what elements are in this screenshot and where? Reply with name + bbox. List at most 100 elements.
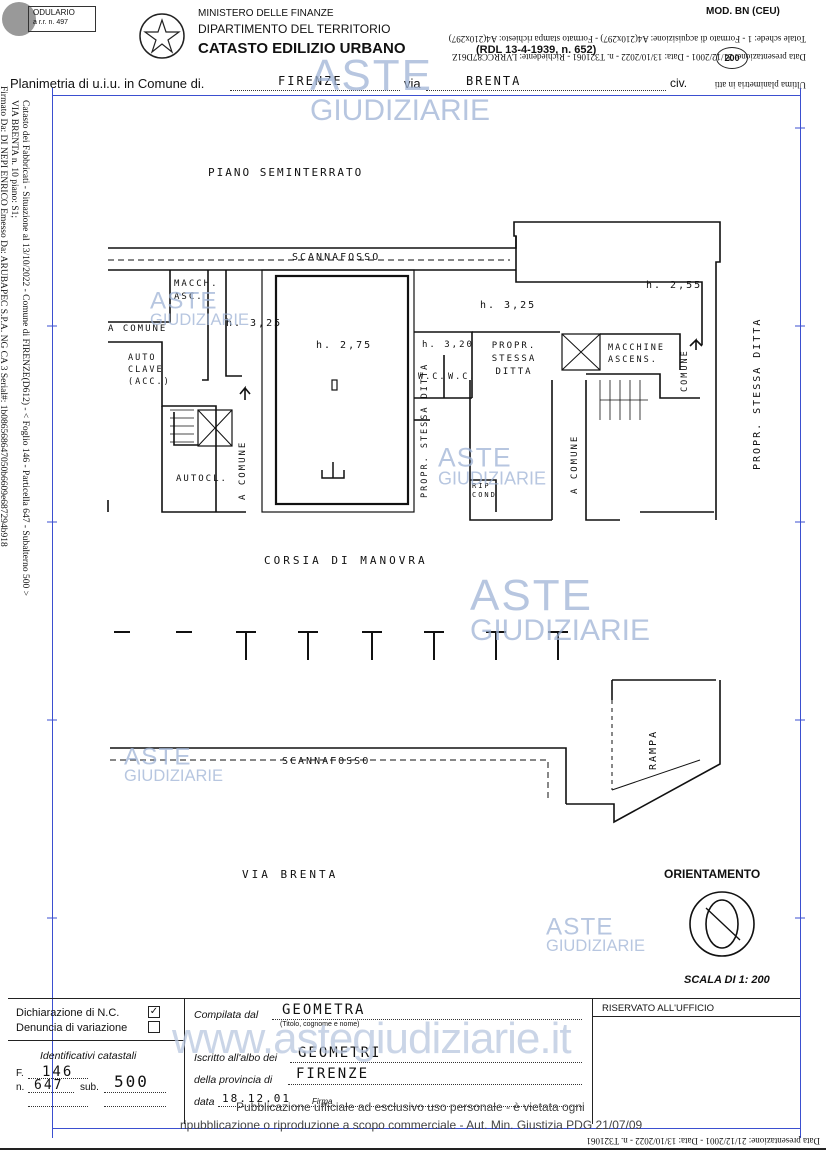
planimetria-label: Planimetria di u.i.u. in Comune di.	[10, 76, 205, 91]
extra-dotted-1	[28, 1106, 88, 1107]
modulario-label: ODULARIO	[33, 8, 75, 17]
h255-label: h. 2,55	[646, 280, 703, 291]
data-label: data	[194, 1096, 215, 1108]
macchine-ascens-label: MACCHINE ASCENS.	[608, 343, 665, 365]
ministry-title: MINISTERO DELLE FINANZE	[198, 8, 334, 19]
watermark-center: ASTE GIUDIZIARIE	[470, 571, 651, 647]
wc1-label: W.C.	[418, 372, 447, 382]
frame-bottom	[52, 1128, 800, 1129]
side-text-bottom-right: Data presentazione: 21/12/2001 - Data: 1…	[584, 1136, 820, 1146]
provincia-label: della provincia di	[194, 1074, 273, 1086]
frame-left	[52, 88, 53, 1138]
department-title: DIPARTIMENTO DEL TERRITORIO	[198, 22, 391, 36]
firma-label: Firma	[312, 1097, 333, 1106]
a-comune-vert-mid: A COMUNE	[570, 434, 580, 494]
civ-label: civ.	[670, 76, 688, 90]
iscritto-dotted	[290, 1062, 582, 1063]
modulario-box: ODULARIO a r.r. n. 497	[28, 6, 96, 32]
watermark-left: ASTE GIUDIZIARIE	[150, 287, 250, 330]
corsia-label: CORSIA DI MANOVRA	[264, 554, 428, 567]
republic-emblem-icon	[139, 13, 185, 59]
denuncia-label: Denuncia di variazione	[16, 1022, 128, 1034]
macch-asc-label: MACCH. ASC.	[174, 279, 219, 302]
rdl-text: (RDL 13-4-1939, n. 652)	[476, 44, 597, 56]
plan-title: PIANO SEMINTERRATO	[208, 166, 364, 179]
h325-mid: h. 3,25	[480, 300, 537, 311]
watermark-bottom-left: ASTE GIUDIZIARIE	[124, 743, 224, 786]
sub-value: 500	[114, 1072, 149, 1091]
site-watermark: www.astegiudiziarie.it	[172, 1014, 572, 1063]
emblem-icon	[2, 2, 36, 36]
frame-top	[52, 95, 800, 96]
compilata-dotted	[272, 1019, 582, 1020]
sub-dotted	[104, 1092, 166, 1093]
data-value: 18.12.01	[222, 1092, 291, 1105]
data-dotted	[218, 1106, 582, 1107]
bottom-rule	[0, 1148, 826, 1150]
n-dotted	[28, 1092, 74, 1093]
mod-number-badge: 200	[716, 47, 748, 69]
wc2-label: W.C.	[448, 372, 477, 382]
pubblicazione-line-1: Pubblicazione ufficiale ad esclusivo uso…	[236, 1100, 585, 1114]
orientamento-label: ORIENTAMENTO	[664, 867, 761, 881]
compilata-value: GEOMETRA	[282, 1002, 366, 1018]
f-dotted	[28, 1078, 88, 1079]
scala-label: SCALA DI 1: 200	[684, 974, 770, 986]
comune-dotted-line	[230, 90, 400, 91]
identificativi-label: Identificativi catastali	[40, 1050, 137, 1062]
f-value: 146	[42, 1064, 74, 1080]
iscritto-value: GEOMETRI	[298, 1045, 382, 1061]
rampa-label: RAMPA	[648, 729, 659, 770]
compilata-label: Compilata dal	[194, 1009, 259, 1021]
sub-label: sub.	[80, 1082, 99, 1093]
footer-hline	[8, 1040, 184, 1041]
via-brenta-label: VIA BRENTA	[242, 868, 339, 881]
pubblicazione-line-2: ripubblicazione o riproduzione a scopo c…	[180, 1118, 643, 1132]
footer-top-line	[8, 998, 800, 999]
iscritto-label: Iscritto all'albo dei	[194, 1052, 278, 1064]
autoclave-label: AUTO CLAVE (ACC.)	[128, 353, 171, 387]
via-dotted-line	[426, 90, 666, 91]
propr-stessa-label: PROPR. STESSA DITTA	[491, 341, 537, 377]
h325-left: h. 3,25	[226, 318, 283, 329]
n-value: 647	[34, 1078, 64, 1093]
a-comune-vert-left: A COMUNE	[238, 440, 248, 500]
via-value: BRENTA	[466, 74, 522, 88]
footer-riservato-line	[592, 1016, 800, 1017]
h275-label: h. 2,75	[316, 340, 373, 351]
denuncia-checkbox[interactable]	[148, 1021, 160, 1033]
compass-icon	[689, 891, 755, 957]
provincia-value: FIRENZE	[296, 1066, 370, 1082]
extra-dotted-2	[104, 1106, 166, 1107]
comune-right-vert: COMUNE	[680, 349, 690, 392]
h320-label: h. 3,20	[422, 340, 474, 350]
scannafosso-top: SCANNAFOSSO	[292, 252, 381, 263]
catasto-title: CATASTO EDILIZIO URBANO	[198, 40, 406, 57]
f-label: F.	[16, 1068, 24, 1079]
modulario-sub: a r.r. n. 497	[33, 19, 69, 26]
mod-label: MOD. BN (CEU)	[706, 6, 780, 17]
riservato-label: RISERVATO ALL'UFFICIO	[602, 1003, 714, 1014]
propr-vert-mid: PROPR. STESSA DITTA	[420, 362, 430, 498]
watermark-bottom-right: ASTE GIUDIZIARIE	[546, 913, 646, 956]
n-label: n.	[16, 1082, 25, 1093]
mod-number: 200	[724, 53, 740, 63]
scannafosso-bottom: SCANNAFOSSO	[282, 756, 371, 767]
footer-div-1	[184, 998, 185, 1124]
autocl-label: AUTOCL.	[176, 474, 228, 484]
a-comune-left: A COMUNE	[108, 324, 168, 334]
dichiarazione-checkbox[interactable]: ✓	[148, 1006, 160, 1018]
floor-plan	[47, 127, 805, 957]
titolo-hint: (Titolo, cognome e nome)	[280, 1021, 360, 1028]
via-label: via	[404, 76, 421, 91]
comune-value: FIRENZE	[278, 74, 343, 88]
propr-right-vert: PROPR. STESSA DITTA	[752, 317, 763, 470]
watermark-middle: ASTE GIUDIZIARIE	[438, 443, 547, 489]
rip-cond-label: RIP COND	[472, 482, 497, 499]
dichiarazione-label: Dichiarazione di N.C.	[16, 1007, 120, 1019]
provincia-dotted	[288, 1084, 582, 1085]
footer-div-2	[592, 998, 593, 1124]
frame-right	[800, 88, 801, 1138]
watermark-top: ASTE GIUDIZIARIE	[310, 51, 491, 127]
